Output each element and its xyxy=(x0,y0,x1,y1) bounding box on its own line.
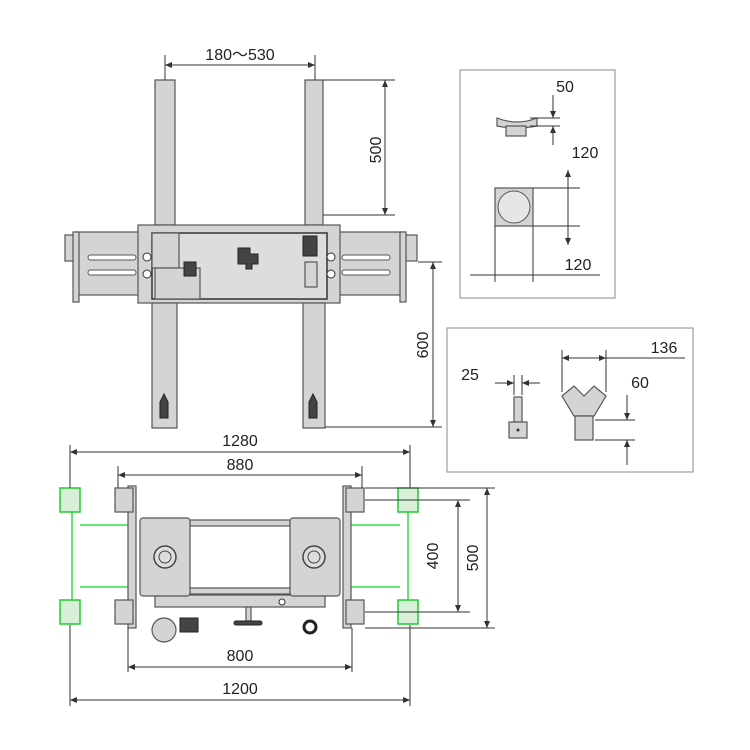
top-view: 1280 880 800 1200 400 500 xyxy=(59,433,495,706)
left-rail xyxy=(74,231,141,296)
inner-width-label: 400 xyxy=(425,543,442,570)
pin-width-label: 25 xyxy=(461,367,479,384)
foot-clamp-left xyxy=(159,392,169,419)
right-pillar xyxy=(304,79,324,226)
extended-foot xyxy=(59,487,81,513)
right-leg xyxy=(302,302,326,429)
inner-length-label: 880 xyxy=(227,457,254,474)
extended-foot xyxy=(59,599,81,625)
foot xyxy=(114,487,134,513)
foot xyxy=(114,599,134,625)
foot-clamp-right xyxy=(308,392,318,419)
pad-width-label: 120 xyxy=(565,257,592,274)
pillar-height-label: 500 xyxy=(368,137,385,164)
gauge xyxy=(151,617,177,643)
outer-length-label: 1280 xyxy=(222,433,258,450)
inset-pad: 50 120 120 xyxy=(459,69,616,299)
right-end-cap xyxy=(404,234,418,262)
leg-height-label: 600 xyxy=(415,332,432,359)
front-view: 180～530 500 600 xyxy=(64,47,442,429)
foot xyxy=(345,599,365,625)
v-width-label: 136 xyxy=(651,340,678,357)
filter-regulator xyxy=(302,235,318,257)
inset-vblock: 25 136 60 xyxy=(446,327,694,473)
right-rail xyxy=(337,231,404,296)
left-pillar xyxy=(154,79,176,226)
foot xyxy=(345,487,365,513)
overall-length-label: 1200 xyxy=(222,681,258,698)
pad-thickness-label: 50 xyxy=(556,79,574,96)
base-length-label: 800 xyxy=(227,648,254,665)
v-height-label: 60 xyxy=(631,375,649,392)
valve-icon xyxy=(237,247,259,270)
pillar-spacing-label: 180～530 xyxy=(205,47,274,64)
outer-width-label: 500 xyxy=(465,545,482,572)
pad-height-label: 120 xyxy=(572,145,599,162)
